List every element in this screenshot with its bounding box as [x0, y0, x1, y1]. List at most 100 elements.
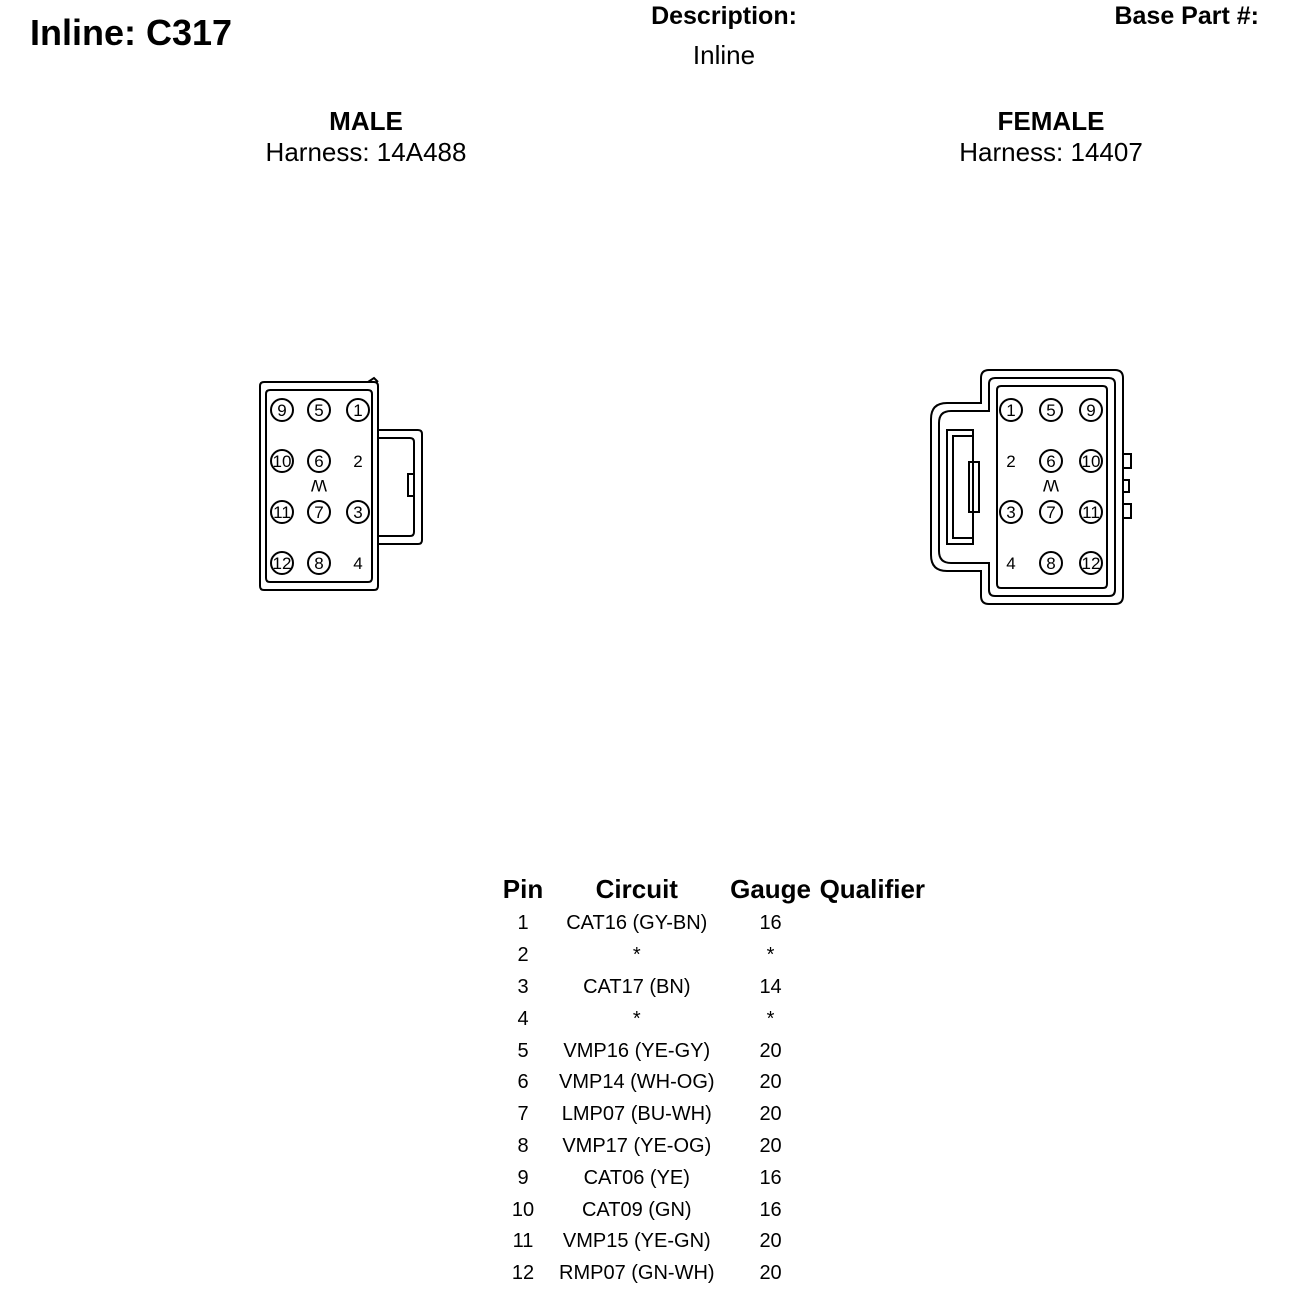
female-pin-circle [1039, 500, 1063, 524]
male-pin-label: 5 [314, 401, 323, 420]
female-pin-label: 4 [1006, 554, 1015, 573]
male-pin-circle [307, 551, 331, 575]
cell-qualifier [820, 1258, 932, 1290]
cell-qualifier [820, 1162, 932, 1194]
male-harness: Harness: 14A488 [265, 137, 467, 167]
female-connector-housing [930, 369, 1132, 605]
female-pin-label: 10 [1082, 452, 1101, 471]
female-key-letter: W [1043, 476, 1059, 495]
header-gauge: Gauge [730, 873, 812, 904]
female-pin-circle [1079, 500, 1103, 524]
female-pin: 2 [1006, 452, 1015, 471]
cell-qualifier [820, 1035, 932, 1067]
female-pin-circle [999, 398, 1023, 422]
female-pin: 5 [1039, 398, 1063, 422]
cell-circuit: VMP14 (WH-OG) [559, 1071, 715, 1094]
cell-qualifier [820, 972, 932, 1004]
cell-pin: 1 [517, 912, 529, 935]
male-key-letter: W [311, 476, 327, 495]
cell-gauge: 20 [759, 1071, 782, 1094]
female-pin-circle [1039, 551, 1063, 575]
cell-qualifier [820, 1194, 932, 1226]
cell-circuit: * [632, 944, 641, 967]
female-pin-circle [1039, 449, 1063, 473]
female-pin: 10 [1079, 449, 1103, 473]
female-pin: 9 [1079, 398, 1103, 422]
cell-pin: 6 [517, 1071, 529, 1094]
female-pin: 8 [1039, 551, 1063, 575]
male-pin: 6 [307, 449, 331, 473]
male-pin-circle [307, 398, 331, 422]
cell-gauge: 16 [759, 1166, 782, 1189]
female-pin: 7 [1039, 500, 1063, 524]
male-pin: 1 [346, 398, 370, 422]
cell-circuit: VMP17 (YE-OG) [562, 1134, 712, 1157]
pin-table-header-row: Pin Circuit Gauge Qualifier [494, 870, 932, 908]
female-pin-circle [1079, 449, 1103, 473]
cell-gauge: 20 [759, 1039, 782, 1062]
cell-circuit: CAT17 (BN) [583, 975, 691, 998]
cell-pin: 12 [511, 1262, 535, 1285]
cell-circuit: VMP15 (YE-GN) [562, 1230, 711, 1253]
male-pin: 3 [346, 500, 370, 524]
male-pin-label: 11 [273, 503, 291, 522]
table-row: 2 * * [494, 940, 932, 972]
cell-pin: 2 [517, 944, 529, 967]
male-pin-circle [346, 500, 370, 524]
base-part-label: Base Part #: [1114, 2, 1259, 30]
cell-pin: 5 [517, 1039, 529, 1062]
male-pin-circle [270, 398, 294, 422]
female-pin-circle [999, 500, 1023, 524]
male-pin: 2 [353, 452, 362, 471]
cell-gauge: * [766, 1007, 775, 1030]
male-pin-label: 9 [277, 401, 286, 420]
male-pin-circle [307, 500, 331, 524]
male-pin: 7 [307, 500, 331, 524]
description-label: Description: [651, 2, 797, 30]
cell-pin: 7 [517, 1103, 529, 1126]
female-pin: 3 [999, 500, 1023, 524]
table-row: 8 VMP17 (YE-OG) 20 [494, 1131, 932, 1163]
male-pin: 12 [270, 551, 294, 575]
female-label: FEMALE [997, 106, 1105, 136]
cell-qualifier [820, 1131, 932, 1163]
male-pin-circle [346, 398, 370, 422]
male-pin-label: 6 [314, 452, 323, 471]
male-pin-circle [270, 500, 294, 524]
male-pin: 8 [307, 551, 331, 575]
cell-gauge: 20 [759, 1134, 782, 1157]
male-pin-circle [307, 449, 331, 473]
cell-qualifier [820, 1226, 932, 1258]
female-pin: 1 [999, 398, 1023, 422]
female-pin: 12 [1079, 551, 1103, 575]
cell-qualifier [820, 1099, 932, 1131]
header-circuit: Circuit [595, 873, 678, 904]
table-row: 6 VMP14 (WH-OG) 20 [494, 1067, 932, 1099]
female-pin-label: 11 [1082, 503, 1100, 522]
male-label: MALE [329, 106, 403, 136]
female-pin: 4 [1006, 554, 1015, 573]
female-pin: 6 [1039, 449, 1063, 473]
page-title: Inline: C317 [30, 12, 233, 53]
male-header: MALE Harness: 14A488 [266, 106, 467, 168]
cell-pin: 9 [517, 1166, 529, 1189]
cell-pin: 3 [517, 975, 529, 998]
female-harness: Harness: 14407 [959, 137, 1143, 167]
female-pin: 11 [1079, 500, 1103, 524]
cell-pin: 8 [517, 1134, 529, 1157]
male-pin-label: 4 [353, 554, 362, 573]
cell-qualifier [820, 1003, 932, 1035]
male-pin: 5 [307, 398, 331, 422]
cell-gauge: * [766, 944, 775, 967]
cell-gauge: 16 [759, 1198, 782, 1221]
male-pin: 10 [270, 449, 294, 473]
cell-pin: 4 [517, 1007, 529, 1030]
cell-gauge: 20 [759, 1103, 782, 1126]
male-pin-label: 7 [314, 503, 323, 522]
cell-circuit: CAT16 (GY-BN) [566, 912, 708, 935]
